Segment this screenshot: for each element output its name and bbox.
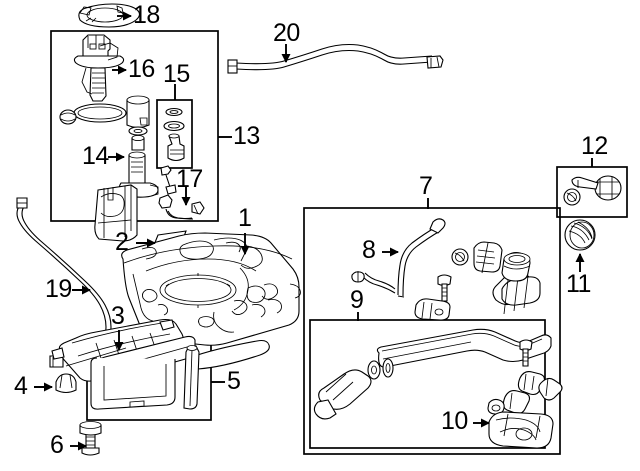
part-filter-cup — [126, 95, 150, 129]
callout-label-10: 10 — [441, 407, 468, 435]
part-bolt-small — [437, 274, 452, 302]
callout-leaders — [34, 11, 593, 451]
callout-label-9: 9 — [350, 286, 364, 314]
part-wire-harness — [158, 194, 205, 220]
part-link-rod — [160, 165, 177, 195]
callout-label-13: 13 — [233, 122, 260, 150]
callout-label-14: 14 — [82, 142, 109, 170]
part-fuel-hose — [227, 43, 444, 74]
part-mount-bracket — [473, 241, 503, 274]
callout-label-2: 2 — [115, 228, 129, 256]
callout-label-17: 17 — [176, 165, 203, 193]
part-grommet-small — [451, 248, 469, 266]
part-tank-strap — [90, 335, 200, 410]
part-lock-ring — [78, 3, 141, 28]
part-nut-small — [487, 398, 505, 415]
part-fuel-tank — [121, 232, 301, 370]
part-clip-c — [502, 390, 531, 415]
part-spacer — [131, 134, 145, 151]
callout-label-6: 6 — [50, 431, 64, 459]
callout-label-8: 8 — [362, 236, 376, 264]
callout-label-5: 5 — [227, 367, 241, 395]
callout-label-15: 15 — [163, 60, 190, 88]
part-small-grommet — [59, 109, 77, 125]
part-filler-bracket — [488, 411, 554, 449]
callout-label-1: 1 — [238, 204, 252, 232]
part-filler-neck — [313, 252, 552, 420]
callout-label-16: 16 — [128, 55, 155, 83]
part-fuel-pump — [73, 34, 125, 102]
callout-label-7: 7 — [419, 172, 433, 200]
part-clip-b — [538, 377, 563, 401]
callout-label-4: 4 — [14, 372, 28, 400]
part-tank-cushion — [55, 373, 77, 394]
callout-label-12: 12 — [581, 132, 608, 160]
part-washer-a — [128, 126, 148, 136]
callout-label-11: 11 — [566, 270, 591, 298]
group-box-fuel-line — [303, 207, 561, 455]
callout-label-19: 19 — [45, 275, 72, 303]
part-sender-unit — [163, 107, 185, 162]
part-pump-seal-ring — [73, 103, 127, 123]
part-pump-reservoir — [94, 184, 138, 242]
part-strap-bolt — [79, 421, 102, 456]
callout-label-3: 3 — [111, 302, 125, 330]
part-clamp-bracket — [414, 298, 451, 321]
part-bolt-right — [519, 339, 533, 367]
part-fuel-cap-assembly — [563, 175, 622, 206]
callout-label-20: 20 — [273, 19, 300, 47]
part-fuel-tube — [351, 218, 446, 298]
part-fuel-cap-seal — [564, 219, 596, 251]
callout-label-18: 18 — [133, 1, 160, 29]
